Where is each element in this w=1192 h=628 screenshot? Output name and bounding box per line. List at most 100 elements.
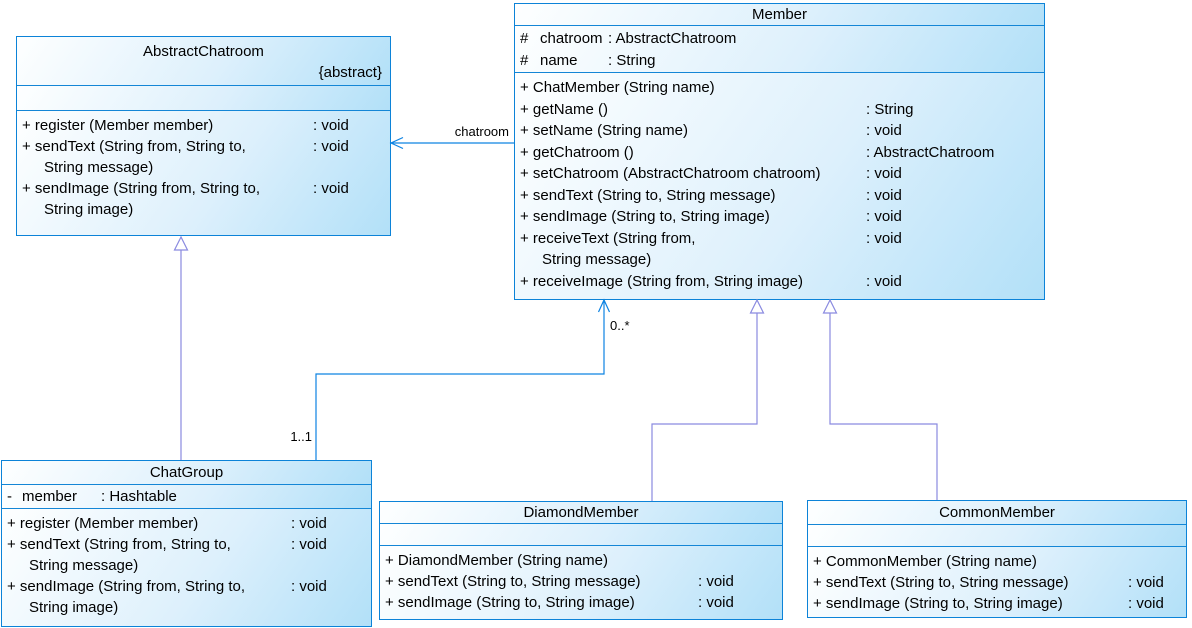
attributes-compartment — [380, 524, 782, 546]
class-box-diamondmember: DiamondMember + DiamondMember (String na… — [379, 501, 783, 620]
method-signature: + ChatMember (String name) — [520, 79, 715, 96]
class-title-compartment: DiamondMember — [380, 502, 782, 524]
method-signature: + setChatroom (AbstractChatroom chatroom… — [520, 165, 821, 182]
hollow-triangle-icon — [173, 235, 189, 251]
open-arrowhead-icon — [389, 136, 404, 150]
method-row: + sendImage (String to, String image) : v… — [808, 593, 1186, 614]
method-row-wrap: String image) — [2, 597, 371, 618]
attributes-compartment: -member: Hashtable — [2, 485, 371, 509]
method-row: + sendText (String to, String message): … — [515, 185, 1044, 207]
method-row: + sendText (String from, String to, : voi… — [17, 136, 390, 157]
method-signature: + sendText (String from, String to, — [22, 138, 246, 155]
method-row: + sendImage (String from, String to, : vo… — [17, 178, 390, 199]
method-row: + CommonMember (String name) — [808, 551, 1186, 572]
attributes-compartment — [17, 86, 390, 111]
method-return: : void — [866, 122, 902, 139]
method-signature: + sendImage (String from, String to, — [22, 180, 261, 197]
method-row: + receiveText (String from, : void — [515, 228, 1044, 250]
abstract-stereotype: {abstract} — [318, 64, 382, 81]
method-signature: + sendImage (String from, String to, — [7, 578, 246, 595]
method-signature: + sendText (String to, String message) — [813, 574, 1069, 591]
attr-visibility: # — [520, 52, 529, 69]
attribute-row: # name : String — [515, 50, 1044, 72]
method-signature: + sendImage (String to, String image) — [520, 208, 770, 225]
method-signature: String message) — [29, 557, 139, 574]
method-signature: + receiveImage (String from, String imag… — [520, 272, 804, 290]
method-return: : String — [866, 100, 914, 118]
method-signature: + sendText (String to, String message) — [520, 186, 776, 204]
method-row: + setName (String name) : void — [515, 120, 1044, 142]
method-row: + register (Member member): void — [2, 513, 371, 534]
method-signature: + sendImage (String to, String image) — [813, 595, 1063, 612]
attr-type: : Hashtable — [101, 488, 177, 505]
method-signature: + CommonMember (String name) — [813, 553, 1037, 570]
method-signature: + receiveText (String from, — [520, 229, 696, 247]
method-return: : void — [866, 208, 902, 225]
class-box-abstractchatroom: AbstractChatroom {abstract} + register (… — [16, 36, 391, 236]
class-box-commonmember: CommonMember + CommonMember (String name… — [807, 500, 1187, 618]
association-member-chatroom: chatroom — [389, 124, 514, 150]
attr-type: : String — [608, 52, 656, 69]
attr-name: chatroom — [540, 30, 603, 47]
attribute-row: #chatroom: AbstractChatroom — [515, 28, 1044, 50]
method-row: + getChatroom (): AbstractChatroom — [515, 142, 1044, 164]
class-title-compartment: ChatGroup — [2, 461, 371, 485]
method-return: : void — [698, 573, 734, 590]
method-signature: + register (Member member) — [7, 515, 199, 532]
method-return: : void — [313, 117, 349, 134]
method-return: : void — [866, 272, 902, 290]
methods-compartment: + register (Member member): void + sendT… — [2, 509, 371, 626]
generalization-chatgroup-abstractchatroom — [173, 235, 189, 460]
method-row: + receiveImage (String from, String imag… — [515, 271, 1044, 293]
methods-compartment: + CommonMember (String name) + sendText … — [808, 547, 1186, 617]
method-row: + register (Member member): void — [17, 115, 390, 136]
attr-type: : AbstractChatroom — [608, 30, 737, 47]
generalization-line — [829, 313, 938, 500]
methods-compartment: + register (Member member): void + sendT… — [17, 111, 390, 235]
class-name: AbstractChatroom — [143, 43, 264, 60]
method-return: : void — [1128, 574, 1164, 591]
generalization-diamondmember-member — [651, 298, 765, 501]
class-title-compartment: AbstractChatroom {abstract} — [17, 37, 390, 86]
method-row-wrap: String message) — [515, 249, 1044, 271]
method-return: : void — [291, 578, 327, 595]
method-signature: String image) — [29, 599, 119, 616]
class-name: DiamondMember — [523, 504, 639, 521]
method-row: + sendImage (String from, String to, : vo… — [2, 576, 371, 597]
association-chatgroup-member: 0..* 1..1 — [290, 298, 630, 460]
attr-name: member — [22, 488, 78, 505]
method-return: : void — [1128, 595, 1164, 612]
open-arrowhead-icon — [597, 298, 611, 313]
method-return: : void — [313, 138, 349, 155]
attr-name: name — [540, 52, 578, 69]
method-row-wrap: String message) — [2, 555, 371, 576]
hollow-triangle-icon — [822, 298, 838, 314]
method-return: : void — [866, 229, 902, 247]
attribute-row: -member: Hashtable — [2, 486, 371, 507]
method-row: + sendText (String to, String message) : … — [380, 571, 782, 592]
attributes-compartment — [808, 525, 1186, 547]
method-signature: + sendText (String from, String to, — [7, 536, 231, 553]
method-signature: + setName (String name) — [520, 122, 688, 139]
method-row: + sendImage (String to, String image): v… — [380, 592, 782, 613]
class-title-compartment: CommonMember — [808, 501, 1186, 525]
method-signature: String message) — [542, 251, 652, 268]
method-signature: String message) — [44, 159, 154, 176]
method-signature: + getChatroom () — [520, 143, 634, 161]
class-name: ChatGroup — [149, 464, 224, 481]
class-name: Member — [751, 6, 807, 23]
class-title-compartment: Member — [515, 4, 1044, 26]
multiplicity-label: 1..1 — [290, 429, 312, 444]
method-signature: + sendText (String to, String message) — [385, 573, 641, 590]
method-signature: String image) — [44, 201, 134, 218]
association-role-label: chatroom — [455, 124, 509, 139]
methods-compartment: + DiamondMember (String name) + sendText… — [380, 546, 782, 619]
method-row: + getName (): String — [515, 99, 1044, 121]
method-return: : void — [313, 180, 349, 197]
method-signature: + sendImage (String to, String image) — [385, 594, 635, 611]
method-row: + sendText (String from, String to,: voi… — [2, 534, 371, 555]
generalization-commonmember-member — [822, 298, 938, 500]
method-row: + ChatMember (String name) — [515, 77, 1044, 99]
generalization-line — [651, 313, 758, 501]
